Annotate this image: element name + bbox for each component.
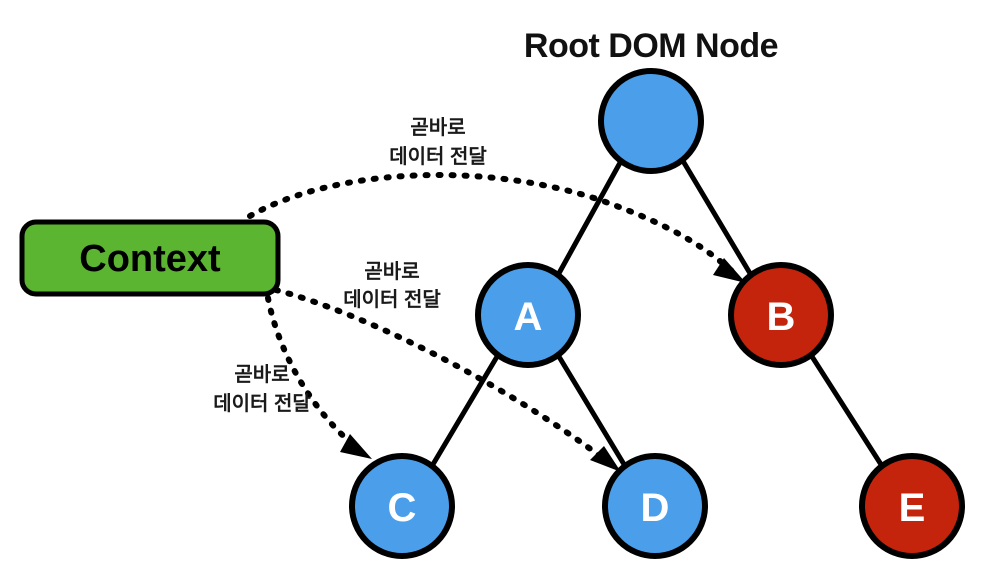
caption-to-b-line1: 곧바로 xyxy=(410,116,465,139)
node-d-circle[interactable] xyxy=(602,453,708,559)
context-arrow-to-c xyxy=(265,295,361,452)
tree-edge-root-b xyxy=(680,158,754,278)
diagram-title: Root DOM Node xyxy=(524,27,778,65)
context-box-label: Context xyxy=(79,238,221,280)
tree-edge-a-c xyxy=(429,352,501,469)
caption-to-c-line2: 데이터 전달 xyxy=(213,392,311,415)
node-c-label: C xyxy=(388,486,417,530)
node-b-circle[interactable] xyxy=(728,262,834,368)
context-arrow-to-b xyxy=(247,172,736,275)
node-d-label: D xyxy=(641,486,670,530)
context-arrow-group xyxy=(247,172,746,472)
node-a[interactable]: A xyxy=(475,262,581,368)
node-a-label: A xyxy=(514,295,543,339)
node-e-label: E xyxy=(899,486,926,530)
tree-edge-root-a xyxy=(555,158,624,278)
node-root-circle[interactable] xyxy=(598,68,704,174)
node-c-circle[interactable] xyxy=(349,453,455,559)
node-a-circle[interactable] xyxy=(475,262,581,368)
caption-to-d-line2: 데이터 전달 xyxy=(343,288,441,311)
context-arrowhead-to-d xyxy=(590,446,621,472)
tree-edge-group xyxy=(429,158,885,469)
node-e-circle[interactable] xyxy=(859,453,965,559)
caption-to-d-line1: 곧바로 xyxy=(364,260,419,283)
context-arrow-captions: 곧바로 데이터 전달 곧바로 데이터 전달 곧바로 데이터 전달 xyxy=(213,116,487,415)
tree-edge-a-d xyxy=(555,352,628,469)
caption-to-b-line2: 데이터 전달 xyxy=(389,145,487,168)
caption-to-c-line1: 곧바로 xyxy=(234,363,289,386)
context-arrowhead-to-c xyxy=(340,434,372,459)
node-d[interactable]: D xyxy=(602,453,708,559)
node-root[interactable] xyxy=(598,68,704,174)
context-box[interactable] xyxy=(19,219,281,297)
node-b-label: B xyxy=(767,295,796,339)
node-b[interactable]: B xyxy=(728,262,834,368)
tree-edge-b-e xyxy=(808,352,885,469)
context-arrow-to-d xyxy=(273,287,611,465)
node-e[interactable]: E xyxy=(859,453,965,559)
context-arrowhead-to-b xyxy=(713,258,746,283)
node-c[interactable]: C xyxy=(349,453,455,559)
